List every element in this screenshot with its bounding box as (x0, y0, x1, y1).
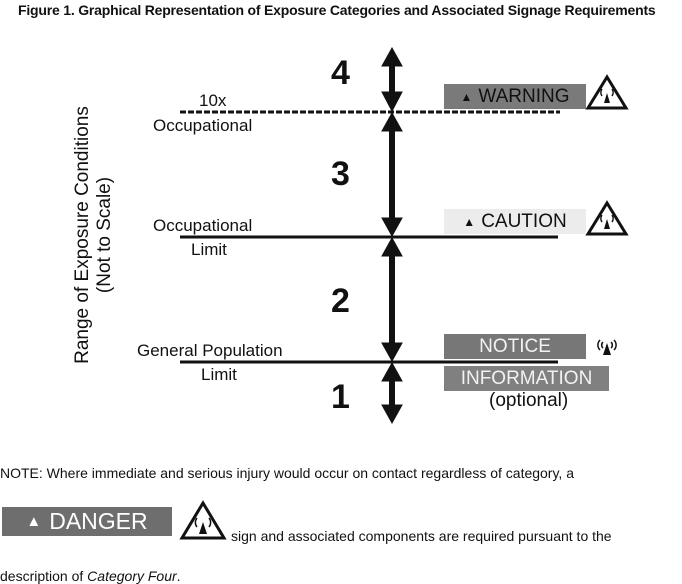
level-label-limit: Limit (191, 240, 227, 259)
information-sign-label: INFORMATION (460, 367, 593, 389)
warning-triangle-icon: ▲ (460, 89, 473, 104)
note-line-3-suffix: . (176, 568, 181, 584)
note-line-2: sign and associated components are requi… (231, 528, 612, 544)
category-4: 4 (331, 54, 350, 92)
category-2: 2 (331, 282, 350, 320)
category-1: 1 (331, 378, 350, 416)
rf-radiation-triangle-icon-caution (585, 200, 629, 236)
note-line-3-prefix: description of (0, 568, 88, 584)
rf-radiation-triangle-icon (179, 500, 227, 540)
category-four-text: Category Four (87, 568, 177, 584)
level-label-occupational-upper: Occupational (153, 116, 253, 135)
category-3: 3 (331, 155, 350, 193)
warning-triangle-icon: ▲ (463, 214, 476, 229)
level-label-general-population: General Population (137, 341, 283, 360)
notice-sign-label: NOTICE (479, 335, 551, 357)
exposure-diagram (180, 46, 629, 425)
information-optional-label: (optional) (489, 390, 569, 411)
warning-sign-label: WARNING (478, 85, 570, 107)
figure-title: Figure 1. Graphical Representation of Ex… (18, 2, 656, 18)
warning-triangle-icon: ▲ (26, 513, 42, 530)
level-label-limit-lower: Limit (201, 365, 237, 384)
note-line-3: description of Category Four. (0, 568, 181, 584)
rf-antenna-icon-notice (597, 339, 617, 355)
notice-sign: NOTICE (444, 334, 586, 359)
rf-radiation-triangle-icon-warning (585, 74, 629, 110)
danger-sign: ▲ DANGER (2, 507, 172, 536)
level-label-10x: 10x (199, 91, 227, 110)
information-sign: INFORMATION (444, 366, 609, 391)
warning-sign: ▲ WARNING (444, 84, 586, 109)
note-line-1: NOTE: Where immediate and serious injury… (0, 465, 574, 481)
caution-sign: ▲ CAUTION (444, 209, 586, 234)
category-arrows (381, 46, 403, 425)
caution-sign-label: CAUTION (481, 210, 567, 232)
level-label-occupational: Occupational (153, 216, 253, 235)
danger-sign-label: DANGER (49, 508, 148, 534)
